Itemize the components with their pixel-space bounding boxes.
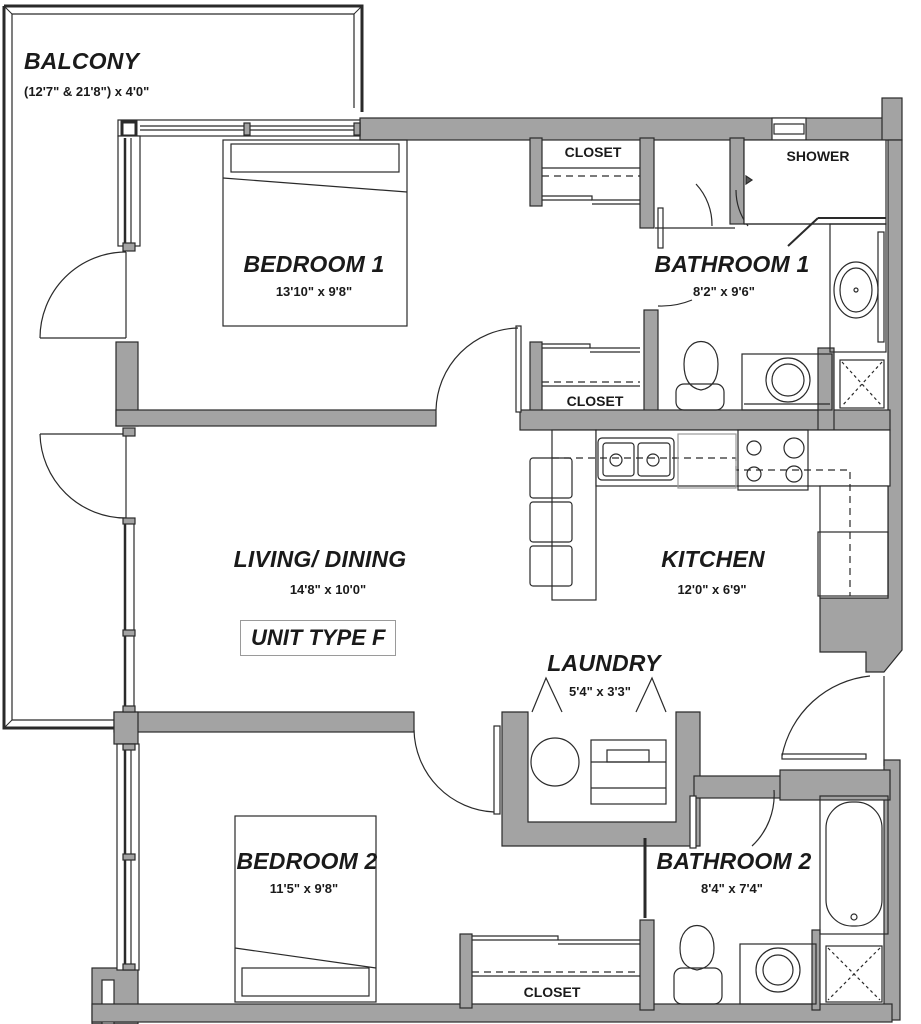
closet-bedroom1-top-label: CLOSET [564,144,622,160]
window-bathroom1 [771,117,807,141]
linen-closet-bathroom2 [825,945,883,1003]
closet-bedroom1-bottom-label: CLOSET [566,393,624,409]
bathroom2-dims: 8'4" x 7'4" [701,881,763,896]
bedroom2-title: BEDROOM 2 [236,848,378,874]
kitchen-dims: 12'0" x 6'9" [677,582,747,597]
bedroom1-dims: 13'10" x 9'8" [275,284,353,299]
laundry-title: LAUNDRY [547,650,661,676]
bar-stools [529,457,573,587]
laundry-dims: 5'4" x 3'3" [569,684,631,699]
door-bathroom2[interactable] [643,789,775,918]
washer [530,737,580,787]
door-living-balcony[interactable] [39,427,136,519]
bathroom1-dims: 8'2" x 9'6" [693,284,755,299]
shower-label: SHOWER [786,148,850,164]
toilet-bathroom1 [675,340,725,411]
kitchen-sink [597,437,675,481]
vanity-bathroom1 [741,353,833,411]
laundry-bifold-doors[interactable] [531,676,667,713]
balcony-outline [2,4,364,730]
linen-closet-bathroom1 [839,359,885,409]
closet-bedroom1-top [542,167,640,205]
vanity-bathroom2 [739,943,817,1005]
closet-bedroom1-bottom [542,343,640,387]
window-bedroom1 [117,135,141,252]
bathroom1-title: BATHROOM 1 [654,251,810,277]
door-bedroom1-balcony[interactable] [39,251,127,339]
stove [737,429,809,491]
toilet-bathroom2 [673,924,723,1005]
door-entry[interactable] [781,675,885,766]
closet-bedroom2 [472,935,640,977]
vanity-bathroom1-side [829,223,887,353]
door-bedroom1[interactable] [435,325,522,413]
door-bathroom1[interactable] [655,183,749,307]
bathroom2-title: BATHROOM 2 [656,848,812,874]
bedroom1-title: BEDROOM 1 [243,251,385,277]
kitchen-title: KITCHEN [661,546,765,572]
balcony-dims: (12'7" & 21'8") x 4'0" [24,84,150,99]
window-bedroom2 [116,743,140,971]
window-living [122,517,136,713]
living-title: LIVING/ DINING [233,546,407,572]
door-bedroom2[interactable] [413,725,501,815]
walls [91,97,903,1024]
unit-type-label: UNIT TYPE F [240,620,397,656]
dishwasher [677,433,737,489]
shower [743,139,887,247]
dryer [590,739,667,805]
kitchen-counter [551,429,891,601]
bed-bedroom1 [222,139,408,327]
bed-bedroom2 [234,815,377,1003]
balcony-title: BALCONY [24,48,140,74]
closet-bedroom2-label: CLOSET [523,984,581,1000]
bathtub [819,795,889,935]
window-top [117,119,361,138]
living-dims: 14'8" x 10'0" [289,582,367,597]
bedroom2-dims: 11'5" x 9'8" [269,881,339,896]
